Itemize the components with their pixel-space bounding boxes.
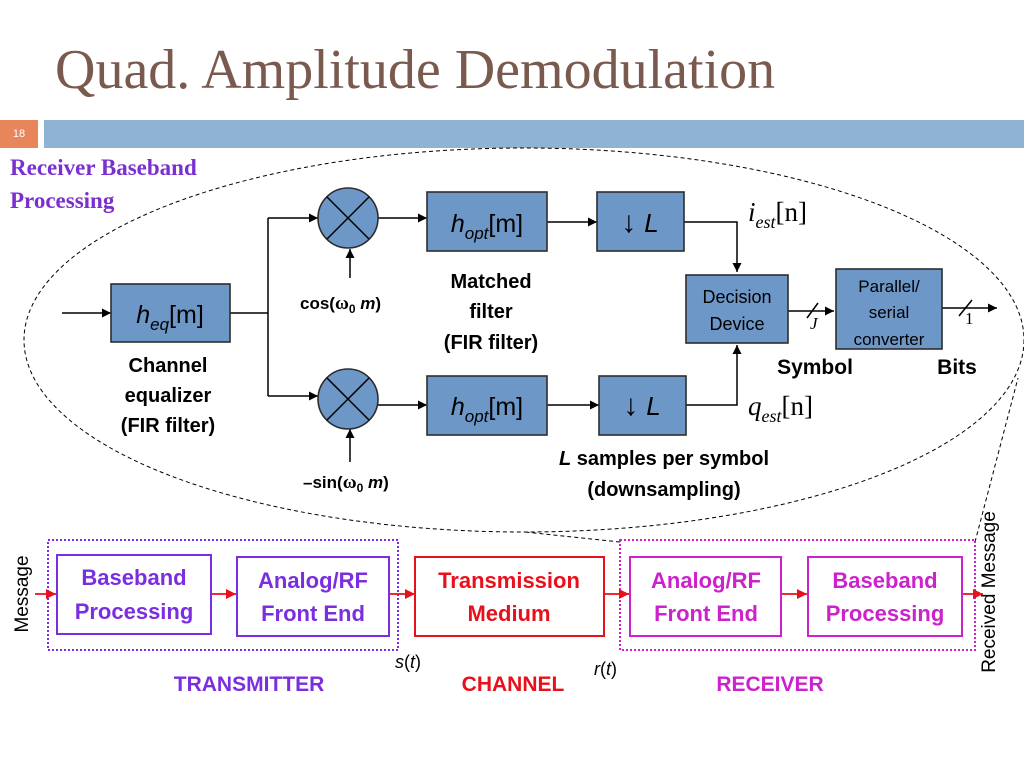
equalizer-caption-1: Channel xyxy=(129,355,208,377)
st-label: s(t) xyxy=(395,652,421,672)
rx-baseband-label-1: Baseband xyxy=(832,568,937,593)
equalizer-caption-3: (FIR filter) xyxy=(121,415,215,437)
equalizer-caption-2: equalizer xyxy=(125,385,212,407)
qest-label: qest[n] xyxy=(748,391,813,426)
page-number-box xyxy=(0,120,38,148)
matched-filter-bottom xyxy=(426,375,548,436)
downsampling-caption-2: (downsampling) xyxy=(587,479,740,501)
downsampler-top xyxy=(596,191,685,252)
receiver-label: Receiver Baseband xyxy=(10,155,197,180)
rt-label: r(t) xyxy=(594,659,617,679)
matched-caption-3: (FIR filter) xyxy=(444,332,538,354)
one-label: 1 xyxy=(965,309,974,328)
page-number: 18 xyxy=(12,128,26,140)
j-label: J xyxy=(810,314,819,333)
rx-rf-label-1: Analog/RF xyxy=(651,568,761,593)
matched-caption-2: filter xyxy=(469,301,513,323)
matched-filter-top xyxy=(426,191,548,252)
sin-label: –sin(ω0 m) xyxy=(303,472,389,495)
rx-rf-label-2: Front End xyxy=(654,601,758,626)
zoom-line-left xyxy=(524,531,621,543)
symbol-label: Symbol xyxy=(777,356,853,379)
receiver-label-line2: Processing xyxy=(10,188,115,213)
downsampler-bottom xyxy=(598,375,687,436)
mixer-top xyxy=(317,187,379,249)
decision-label-1: Decision xyxy=(702,287,771,307)
zoom-line-right xyxy=(974,377,1019,543)
decision-device xyxy=(685,274,789,344)
decision-slash xyxy=(806,302,819,319)
transmitter-label: TRANSMITTER xyxy=(174,673,325,696)
iest-label: iest[n] xyxy=(748,197,807,232)
converter-label-3: converter xyxy=(854,330,925,349)
rx-rf-block xyxy=(629,556,782,637)
medium-label-2: Medium xyxy=(467,601,550,626)
medium-label-1: Transmission xyxy=(438,568,580,593)
tx-rf-label-2: Front End xyxy=(261,601,365,626)
cos-label: cos(ω0 m) xyxy=(300,293,381,316)
down-bottom-to-decision xyxy=(686,345,742,406)
downsampler-bottom-label: ↓L xyxy=(623,389,660,422)
matched-filter-top-label: hopt[m] xyxy=(451,210,523,243)
equalizer-block xyxy=(110,283,231,343)
mixer-bottom xyxy=(317,368,379,430)
rx-baseband-label-2: Processing xyxy=(826,601,945,626)
transmission-medium-block xyxy=(414,556,605,637)
title-accent-bar xyxy=(44,120,1024,148)
channel-label: CHANNEL xyxy=(462,673,565,696)
tx-baseband-label-2: Processing xyxy=(75,599,194,624)
slide-title: Quad. Amplitude Demodulation xyxy=(55,39,776,101)
converter-slash xyxy=(958,299,973,317)
downsampler-top-label: ↓L xyxy=(621,206,658,239)
matched-filter-bottom-label: hopt[m] xyxy=(451,393,523,426)
tx-rf-label-1: Analog/RF xyxy=(258,568,368,593)
receiver-zoom-ellipse xyxy=(23,147,1024,533)
tx-baseband-block xyxy=(56,554,212,635)
converter-label-1: Parallel/ xyxy=(858,277,920,296)
equalizer-label: heq[m] xyxy=(136,301,204,334)
tx-rf-block xyxy=(236,556,390,637)
rx-baseband-block xyxy=(807,556,963,637)
receiver-label-bottom: RECEIVER xyxy=(716,673,823,696)
matched-caption-1: Matched xyxy=(450,271,531,293)
received-message-label: Received Message xyxy=(979,511,1000,673)
downsampling-caption-1: L samples per symbol xyxy=(559,448,769,470)
decision-label-2: Device xyxy=(709,314,764,334)
bits-label: Bits xyxy=(937,356,977,379)
converter-label-2: serial xyxy=(869,303,910,322)
parallel-serial-converter xyxy=(835,268,943,350)
message-label: Message xyxy=(12,555,33,632)
tx-baseband-label-1: Baseband xyxy=(81,565,186,590)
down-top-to-decision xyxy=(684,221,742,272)
